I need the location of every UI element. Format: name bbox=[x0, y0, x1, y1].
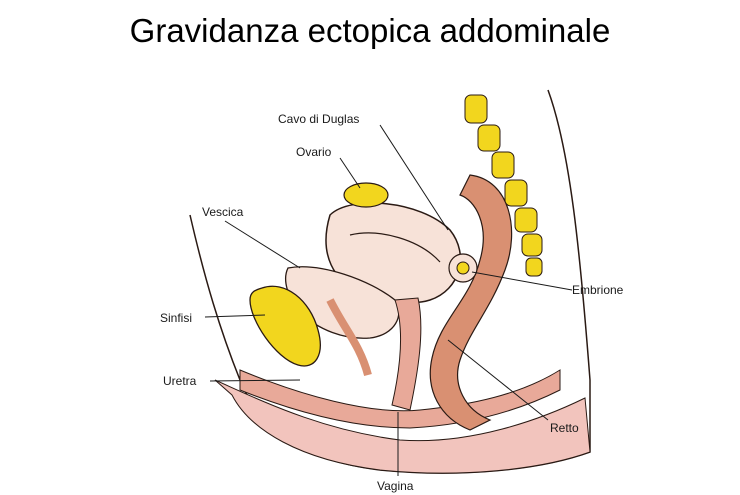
label-vagina: Vagina bbox=[377, 479, 414, 493]
pelvic-floor bbox=[239, 369, 561, 429]
skin-fill bbox=[214, 379, 591, 474]
spine bbox=[464, 94, 543, 277]
bladder-wall bbox=[326, 298, 372, 377]
rectum bbox=[429, 174, 513, 431]
label-ovario: Ovario bbox=[296, 145, 332, 159]
slide-title: Gravidanza ectopica addominale bbox=[129, 12, 611, 49]
label-embrione: Embrione bbox=[572, 283, 624, 297]
pubic-symphysis bbox=[249, 285, 321, 367]
leader-lines bbox=[204, 124, 573, 476]
label-cavo-di-duglas: Cavo di Duglas bbox=[278, 112, 359, 126]
vagina-canal bbox=[391, 297, 422, 411]
embryo bbox=[456, 261, 470, 275]
label-uretra: Uretra bbox=[163, 374, 197, 388]
label-vescica: Vescica bbox=[202, 205, 244, 219]
label-retto: Retto bbox=[550, 421, 579, 435]
ovary bbox=[343, 182, 389, 208]
uterine-cavity bbox=[349, 232, 441, 263]
label-sinfisi: Sinfisi bbox=[160, 311, 192, 325]
